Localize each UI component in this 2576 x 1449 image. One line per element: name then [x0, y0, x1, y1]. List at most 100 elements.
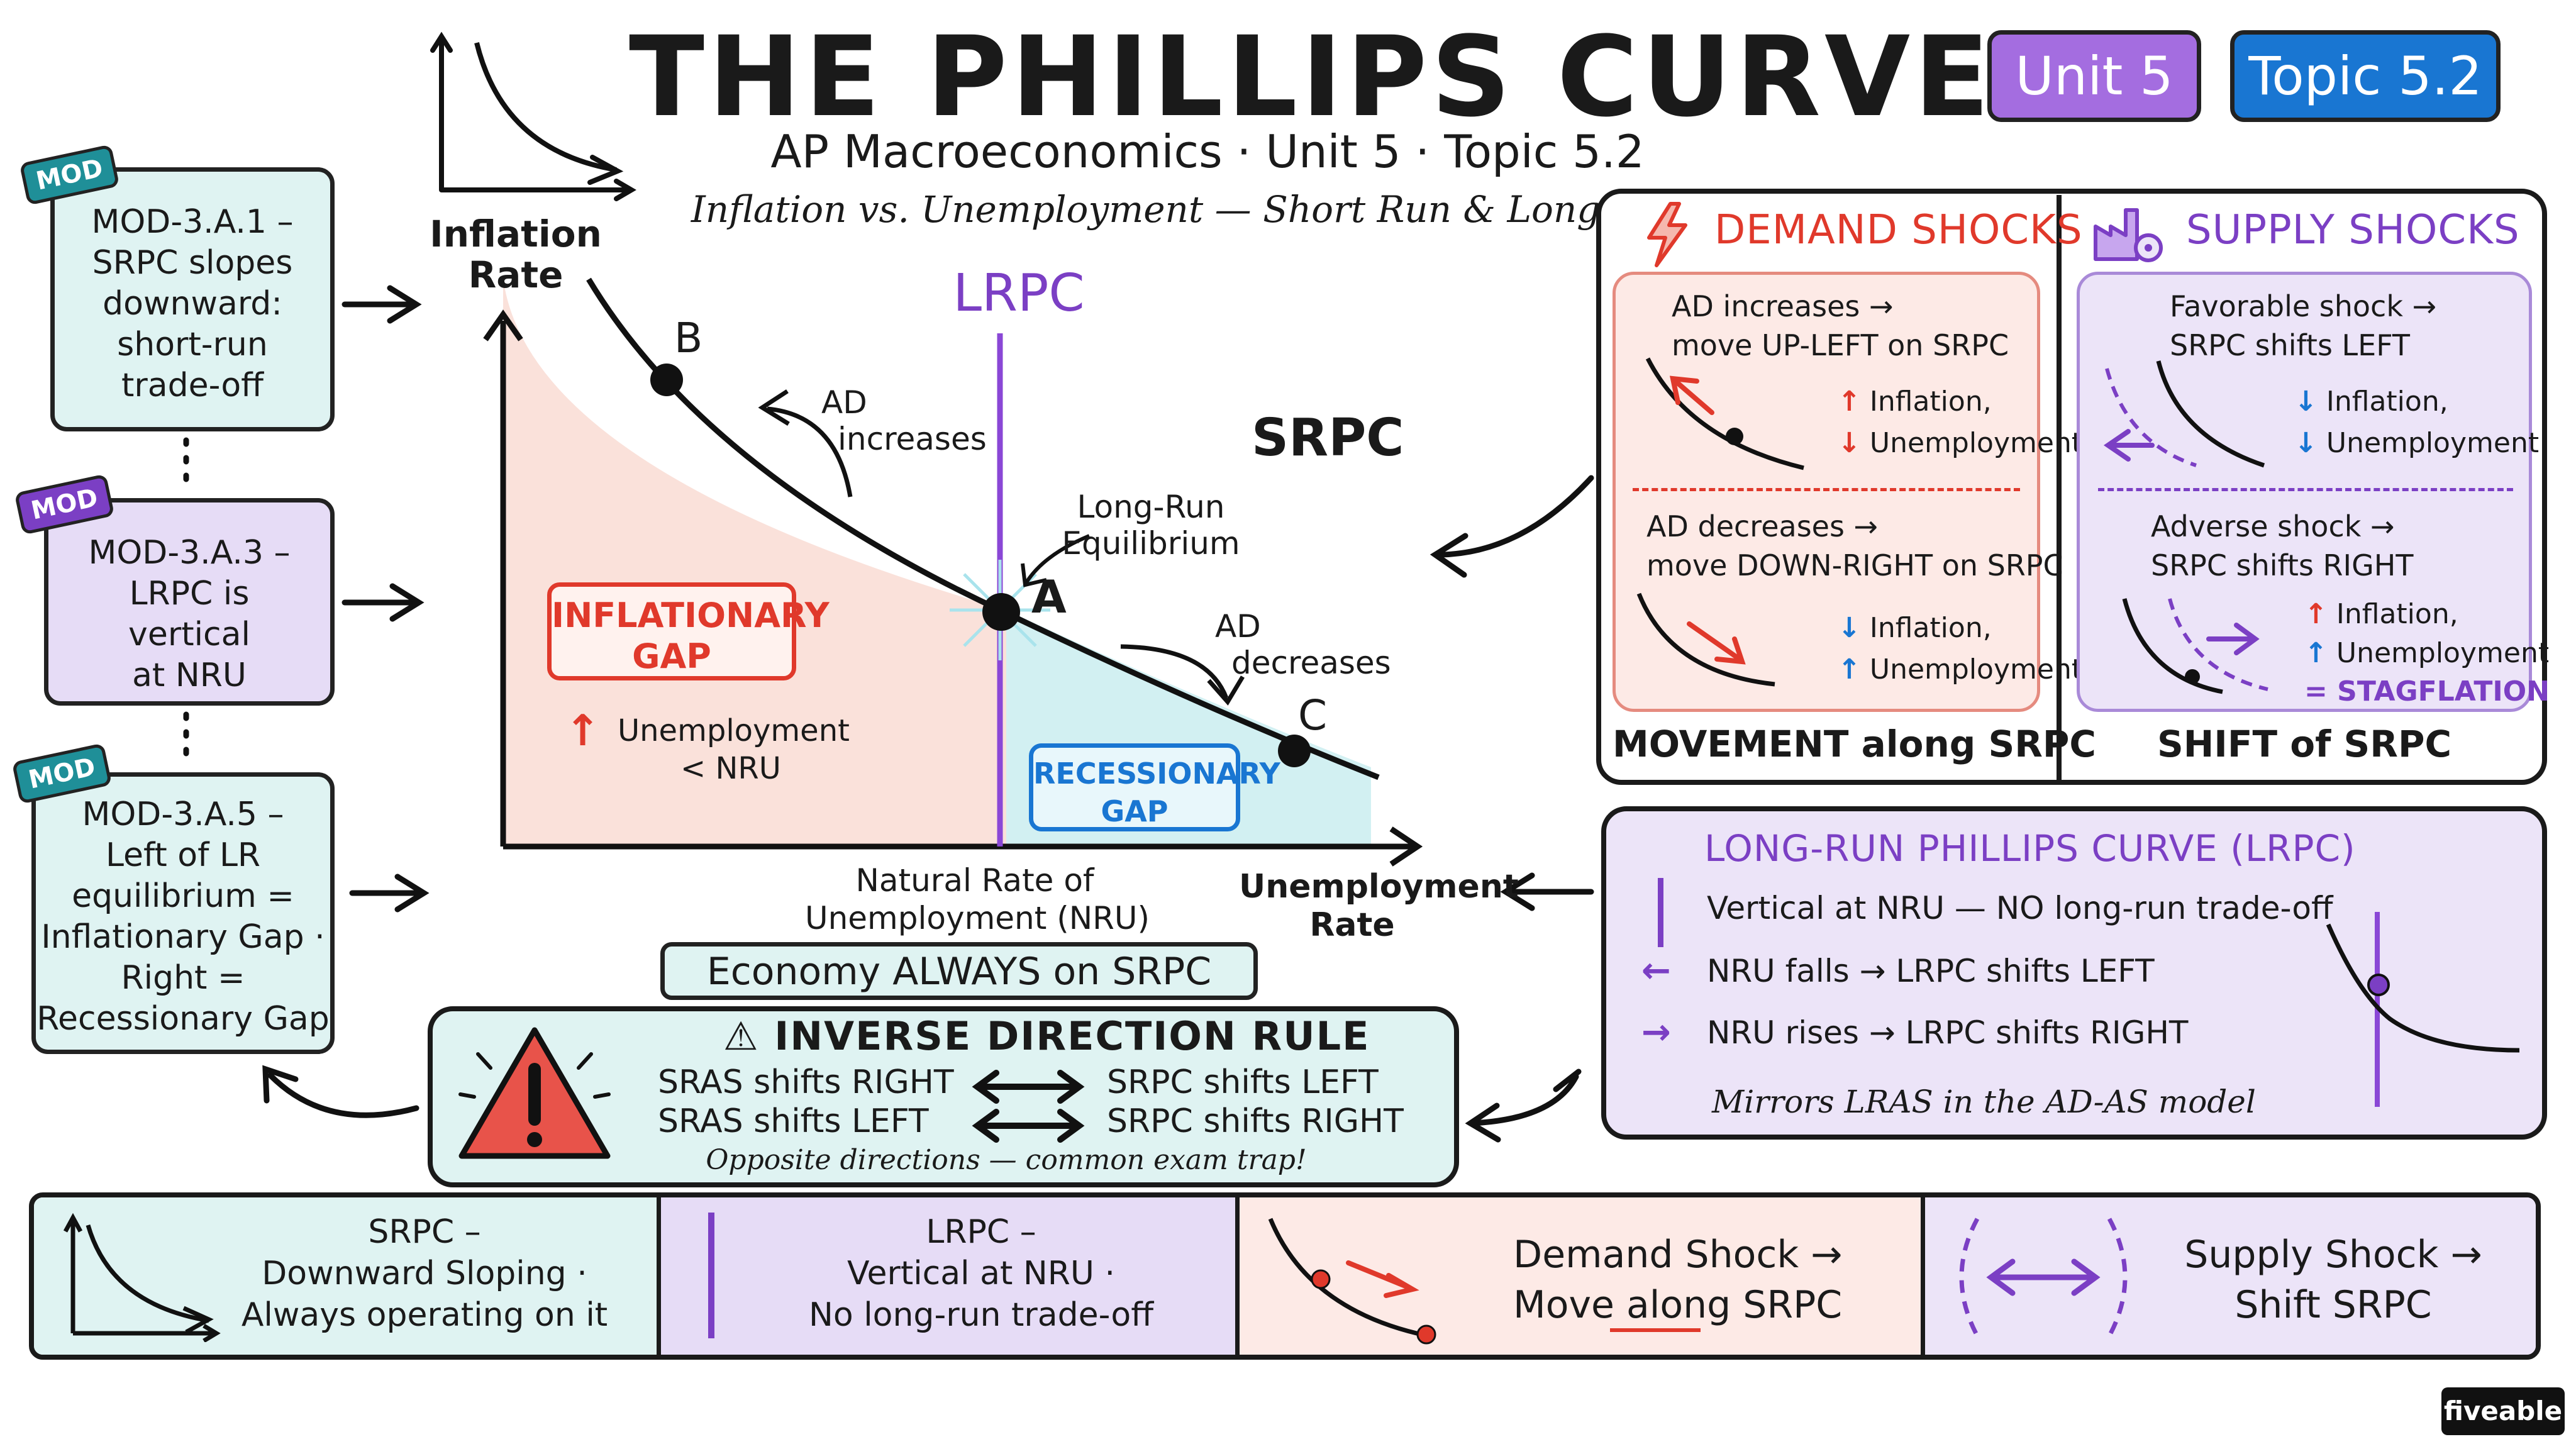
x-axis-label-line-2: Rate: [1309, 906, 1395, 945]
lrpc-panel-title: LONG-RUN PHILLIPS CURVE (LRPC): [1704, 827, 2356, 870]
topic-badge: Topic 5.2: [2230, 30, 2501, 122]
ad-increases-label: AD increases: [821, 384, 987, 457]
summary-1-line-1: SRPC –: [368, 1213, 481, 1251]
summary-2-line-2: Vertical at NRU ·: [847, 1255, 1116, 1293]
recessionary-gap-line-2: GAP: [1101, 794, 1169, 828]
point-a-dot: [982, 593, 1020, 631]
supply-favorable-mini-graph: [2103, 360, 2265, 468]
inverse-rule-right: SRPC shifts LEFT SRPC shifts RIGHT: [1107, 1063, 1404, 1141]
mod-card-3-line-1: MOD-3.A.5 –: [82, 796, 284, 833]
arrow-down-icon: ↓: [2294, 386, 2318, 418]
supply-favorable-effects: ↓ Inflation, ↓ Unemployment: [2294, 381, 2539, 464]
supply-favorable-effect-1: Inflation,: [2326, 386, 2448, 418]
summary-cell-1: [34, 1197, 657, 1355]
mod-card-3-line-4: Inflationary Gap ·: [41, 918, 325, 956]
double-arrows-icon: [972, 1070, 1085, 1143]
arrow-up-icon: ↑: [1838, 653, 1861, 686]
lrpc-graph-label: LRPC: [953, 264, 1085, 323]
demand-decrease-effects: ↓ Inflation, ↑ Unemployment: [1838, 608, 2082, 691]
lrpc-summary-icon: [708, 1213, 714, 1338]
nru-label-line-2: Unemployment (NRU): [805, 900, 1150, 936]
summary-2-line-1: LRPC –: [926, 1213, 1036, 1251]
ad-decreases-label: AD decreases: [1215, 608, 1391, 681]
supply-adverse-line-1: Adverse shock →: [2151, 509, 2395, 543]
nru-label: Natural Rate of Unemployment (NRU): [805, 862, 1150, 937]
lrpc-panel: [1601, 806, 2547, 1140]
recessionary-gap-line-1: RECESSIONARY: [1033, 757, 1280, 791]
inverse-rule-right-1: SRPC shifts LEFT: [1107, 1063, 1379, 1101]
demand-decrease-text: AD decreases → move DOWN-RIGHT on SRPC: [1646, 507, 2063, 585]
srpc-graph-label: SRPC: [1252, 408, 1404, 468]
supply-adverse-effects: ↑ Inflation, ↑ Unemployment = STAGFLATIO…: [2304, 595, 2550, 711]
srpc-summary-icon: [63, 1213, 221, 1342]
equilibrium-label-line-2: Equilibrium: [1062, 525, 1240, 562]
arrow-up-icon: ↑: [2304, 598, 2328, 630]
mod-card-3-line-2: Left of LR: [105, 836, 261, 874]
mod-card-3-line-6: Recessionary Gap: [36, 1000, 330, 1038]
warning-icon: [458, 1027, 611, 1159]
supply-adverse-mini-graph: [2122, 598, 2268, 694]
demand-separator: [1633, 488, 2020, 491]
unemployment-note-line-1: Unemployment: [618, 713, 850, 748]
mod-card-2-line-3: vertical: [128, 616, 250, 653]
point-b-label: B: [674, 314, 703, 362]
demand-increase-line-1: AD increases →: [1672, 289, 1894, 323]
mod-card-3-line-5: Right =: [121, 959, 245, 997]
summary-1-line-2: Downward Sloping ·: [262, 1255, 587, 1293]
supply-favorable-effect-2: Unemployment: [2326, 427, 2540, 459]
supply-separator: [2098, 488, 2513, 491]
demand-increase-line-2: move UP-LEFT on SRPC: [1672, 328, 2009, 363]
ad-increases-arrow: [767, 406, 853, 497]
arrow-down-icon: ↓: [1838, 612, 1861, 644]
inverse-rule-right-2: SRPC shifts RIGHT: [1107, 1102, 1404, 1141]
supply-favorable-text: Favorable shock → SRPC shifts LEFT: [2170, 287, 2436, 365]
inflationary-gap-line-1: INFLATIONARY: [552, 596, 830, 635]
supply-shocks-title: SUPPLY SHOCKS: [2186, 207, 2520, 253]
vertical-bar-icon: [1658, 878, 1663, 947]
summary-3-line-2: Move along SRPC: [1513, 1282, 1843, 1327]
summary-4-line-1: Supply Shock →: [2184, 1233, 2482, 1277]
recessionary-gap-box: RECESSIONARY GAP: [1029, 743, 1280, 831]
arrow-down-icon: ↓: [2294, 427, 2318, 459]
inverse-rule-title: ⚠ INVERSE DIRECTION RULE: [723, 1014, 1370, 1058]
mod-card-3-line-3: equilibrium =: [72, 877, 294, 915]
mod-card-3: MOD-3.A.5 – Left of LR equilibrium = Inf…: [31, 772, 335, 1054]
demand-decrease-line-2: move DOWN-RIGHT on SRPC: [1646, 548, 2063, 583]
summary-text-3: Demand Shock → Move along SRPC: [1513, 1230, 1842, 1331]
point-c-dot: [1278, 735, 1311, 767]
ad-increases-line-2: increases: [838, 420, 987, 457]
summary-2-line-3: No long-run trade-off: [808, 1296, 1154, 1335]
equilibrium-pointer: [1024, 534, 1091, 584]
demand-shocks-card: [1613, 272, 2040, 712]
along-underline: [1610, 1328, 1701, 1332]
inverse-rule-title-text: INVERSE DIRECTION RULE: [774, 1013, 1370, 1059]
arrow-down-icon: ↓: [1838, 427, 1861, 459]
lrpc-panel-footer: Mirrors LRAS in the AD-AS model: [1712, 1084, 2256, 1120]
supply-adverse-effect-2: Unemployment: [2336, 636, 2550, 669]
supply-shock-summary-icon: [1959, 1218, 2128, 1337]
summary-text-1: SRPC – Downward Sloping · Always operati…: [220, 1211, 629, 1336]
inverse-rule-left-2: SRAS shifts LEFT: [658, 1102, 929, 1141]
unemployment-note: Unemployment < NRU: [618, 712, 850, 787]
ad-decreases-line-1: AD: [1215, 608, 1261, 645]
inflationary-gap-shading: [503, 278, 1006, 847]
y-axis-label-line-2: Rate: [468, 253, 564, 296]
supply-shocks-card: [2077, 272, 2532, 712]
y-axis-label-line-1: Inflation: [430, 213, 602, 255]
demand-increase-text: AD increases → move UP-LEFT on SRPC: [1672, 287, 2009, 365]
point-a-label: A: [1031, 570, 1067, 623]
unemployment-up-arrow-icon: ↑: [565, 706, 601, 756]
arrow-up-icon: ↑: [2304, 636, 2328, 669]
supply-adverse-line-2: SRPC shifts RIGHT: [2151, 548, 2414, 583]
page-subtitle: AP Macroeconomics · Unit 5 · Topic 5.2: [770, 125, 1645, 178]
fiveable-logo: fiveable: [2441, 1387, 2565, 1435]
supply-shocks-footer: SHIFT of SRPC: [2157, 723, 2452, 765]
arrow-left-icon: ←: [1641, 950, 1671, 991]
ad-decreases-line-2: decreases: [1231, 644, 1391, 681]
mod-card-1-line-3: downward:: [103, 285, 282, 323]
inflationary-gap-box: INFLATIONARY GAP: [547, 582, 830, 680]
demand-increase-effects: ↑ Inflation, ↓ Unemployment: [1838, 381, 2082, 464]
ad-decreases-arrow: [1120, 644, 1229, 699]
x-axis-arrowhead: [1389, 826, 1423, 867]
always-on-srpc-box: Economy ALWAYS on SRPC: [660, 942, 1258, 1000]
